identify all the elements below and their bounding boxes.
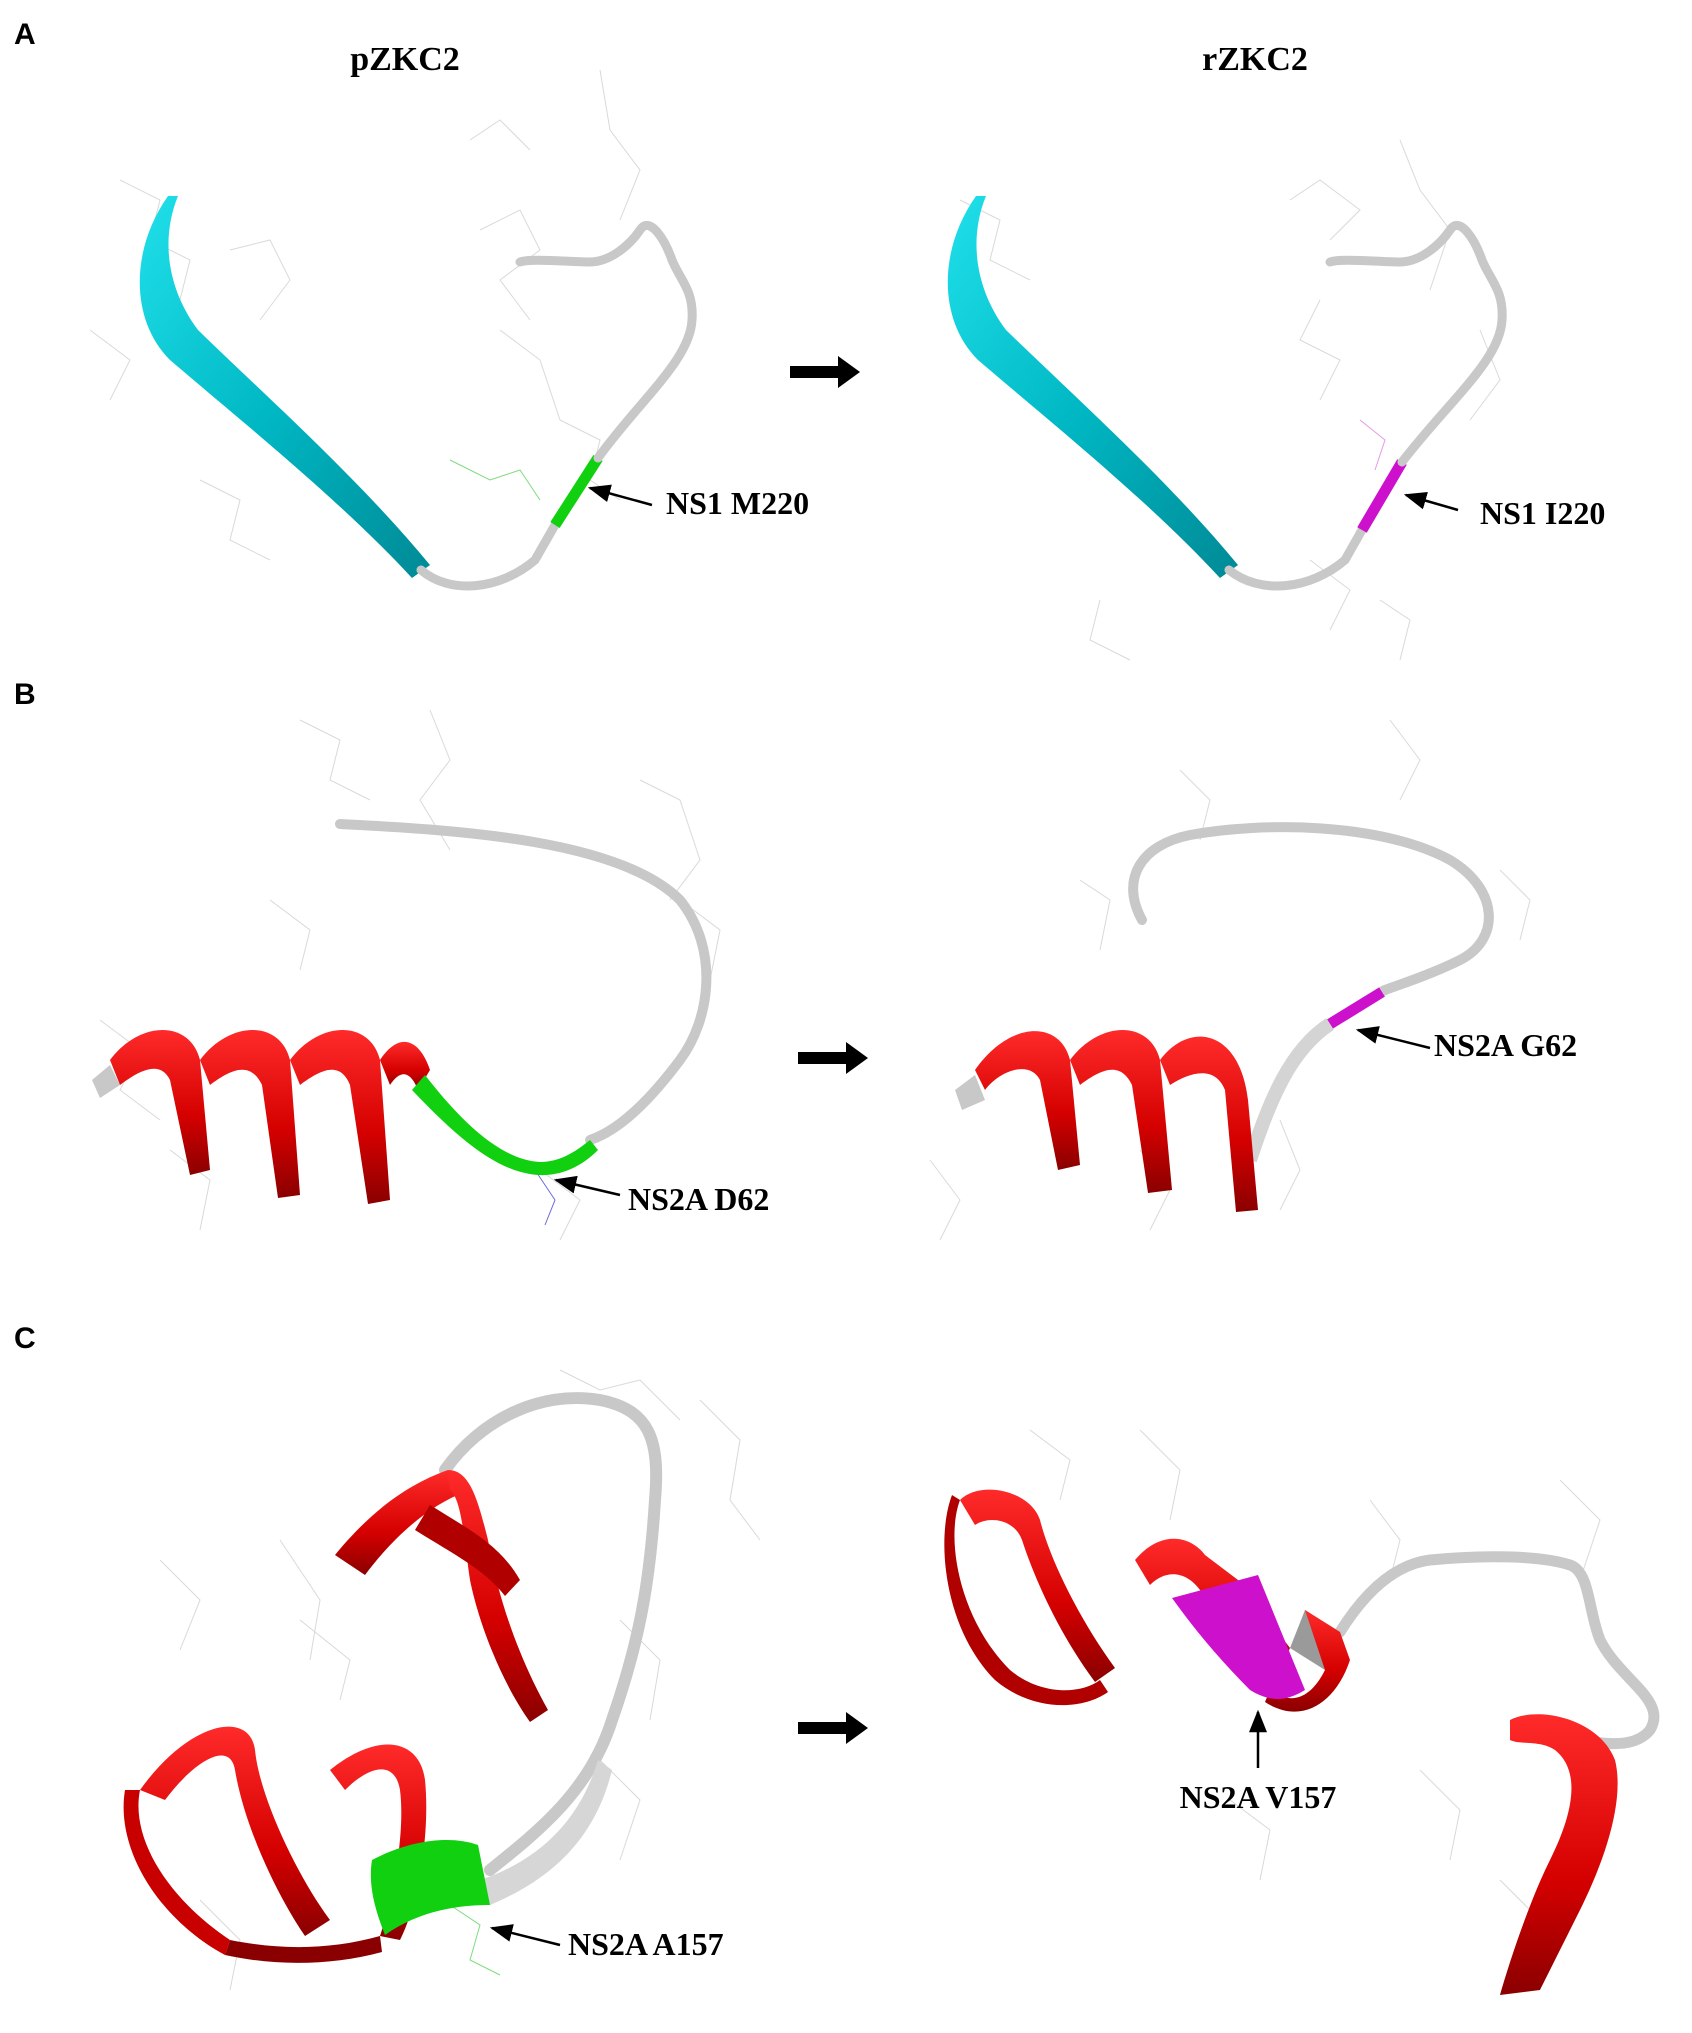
alpha-helix-ribbon — [92, 1030, 430, 1204]
side-chain-sticks — [929, 719, 1531, 1241]
coil-tube — [1243, 1018, 1334, 1163]
side-chain-sticks — [159, 1369, 761, 1991]
residue-sticks-green — [449, 1904, 501, 1976]
panel-letter-b: B — [14, 678, 36, 711]
label-arrow — [1403, 491, 1459, 512]
alpha-helix-ribbon — [123, 1726, 427, 1963]
alpha-helix-ribbon — [955, 1030, 1258, 1212]
coil-tube — [1128, 822, 1494, 997]
column-title-right: rZKC2 — [1202, 41, 1308, 78]
coil-tube — [1334, 1551, 1660, 1750]
coil-tube — [515, 221, 697, 463]
label-arrow — [489, 1924, 561, 1947]
panel-letter-a: A — [14, 18, 36, 51]
coil-tube — [416, 520, 560, 591]
residue-sticks-magenta — [1359, 419, 1386, 471]
label-ns2a-d62: NS2A D62 — [628, 1181, 769, 1217]
mutation-site-green — [370, 1840, 490, 1935]
coil-tube — [335, 819, 712, 1145]
column-title-left: pZKC2 — [350, 41, 460, 78]
label-arrow — [587, 484, 653, 507]
residue-sticks-blue — [534, 1169, 556, 1226]
residue-sticks-green — [449, 459, 541, 501]
transition-arrow-b — [798, 1042, 868, 1074]
beta-strand-ribbon — [947, 196, 1238, 578]
label-arrow — [1355, 1026, 1431, 1050]
coil-tube — [439, 1392, 663, 1876]
beta-strand-ribbon — [139, 196, 431, 578]
side-chain-sticks — [959, 139, 1501, 661]
mutation-site-magenta — [1172, 1575, 1305, 1699]
coil-tube — [1325, 221, 1507, 467]
mutation-site-green — [412, 1075, 598, 1176]
transition-arrow-a — [790, 356, 860, 388]
label-ns2a-g62: NS2A G62 — [1434, 1027, 1577, 1063]
label-arrow — [553, 1175, 621, 1197]
coil-tube — [480, 1760, 612, 1905]
label-ns1-m220: NS1 M220 — [666, 485, 809, 521]
panel-letter-c: C — [14, 1322, 36, 1355]
mutation-site-magenta — [1357, 459, 1407, 533]
mutation-site-magenta — [1327, 987, 1385, 1029]
transition-arrow-c — [798, 1712, 868, 1744]
coil-tube — [1224, 525, 1367, 591]
label-ns2a-v157: NS2A V157 — [1180, 1779, 1337, 1815]
label-ns1-i220: NS1 I220 — [1480, 495, 1605, 531]
side-chain-sticks — [89, 69, 641, 561]
alpha-helix-ribbon — [335, 1470, 548, 1722]
mutation-site-green — [550, 455, 603, 528]
label-ns2a-a157: NS2A A157 — [568, 1926, 724, 1962]
alpha-helix-ribbon — [1500, 1714, 1618, 1995]
